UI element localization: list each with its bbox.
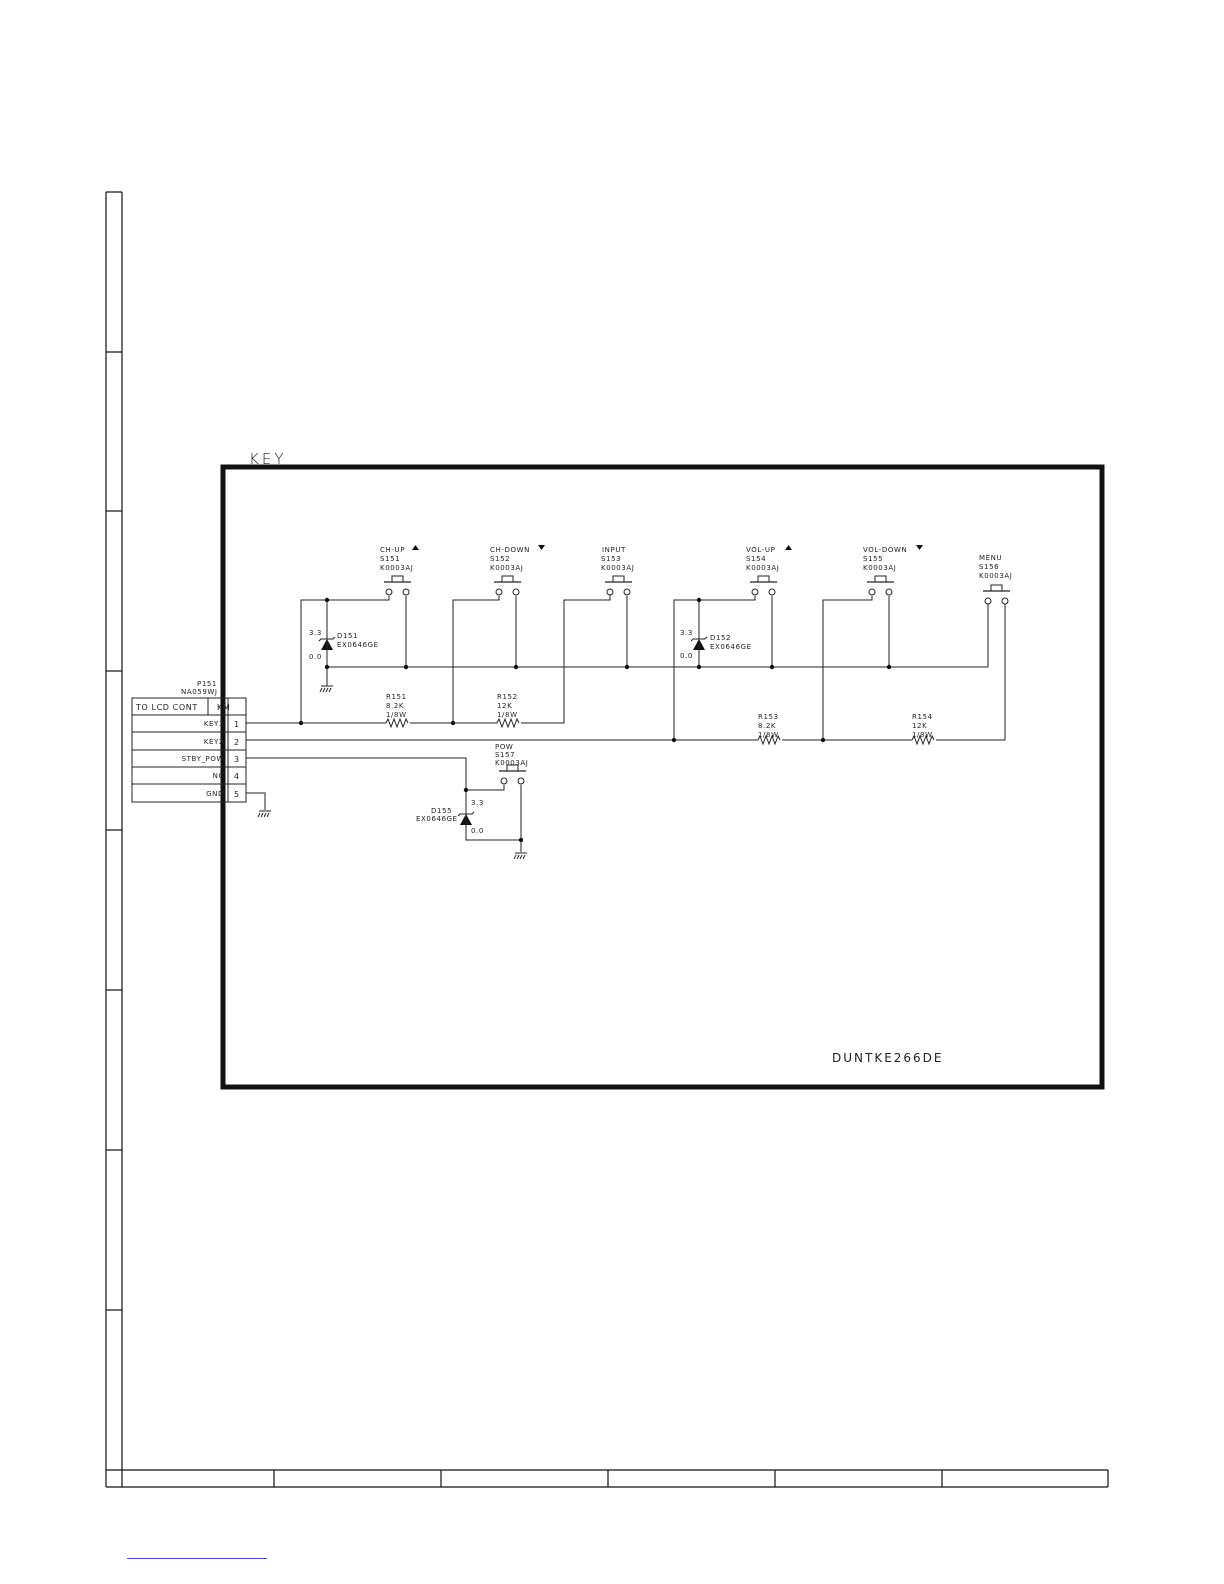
resistor-labels: R151 8.2K 1/8W R152 12K 1/8W R153 8.2K 1… bbox=[386, 693, 933, 739]
r152-value: 12K bbox=[497, 702, 512, 710]
pin-num-3: 3 bbox=[234, 755, 240, 764]
s151-func: CH-UP bbox=[380, 546, 405, 554]
switch-s153 bbox=[605, 575, 632, 596]
d151-part: EX0646GE bbox=[337, 641, 379, 649]
pin-num-4: 4 bbox=[234, 772, 240, 781]
s152-part: K0003AJ bbox=[490, 564, 523, 572]
d155-ref: D155 bbox=[431, 807, 452, 815]
connector-part: NA059WJ bbox=[181, 688, 218, 696]
d152-ref: D152 bbox=[710, 634, 731, 642]
model-code: DUNTKE266DE bbox=[832, 1051, 944, 1065]
r154-value: 12K bbox=[912, 722, 927, 730]
r151-power: 1/8W bbox=[386, 711, 407, 719]
r153-ref: R153 bbox=[758, 713, 779, 721]
switch-s157 bbox=[499, 764, 526, 785]
up-arrow-icon bbox=[785, 545, 792, 550]
d152-vhigh: 3.3 bbox=[680, 629, 693, 637]
connector-header-left: TO LCD CONT bbox=[135, 703, 198, 712]
s155-func: VOL-DOWN bbox=[863, 546, 907, 554]
d151-ref: D151 bbox=[337, 632, 358, 640]
switch-s156 bbox=[983, 584, 1010, 605]
wires bbox=[246, 594, 1006, 852]
block-title: KEY bbox=[249, 450, 286, 468]
d151-vlow: 0.0 bbox=[309, 653, 322, 661]
ground-icon bbox=[257, 810, 271, 818]
pin-name-stby-pow: STBY_POW bbox=[182, 755, 224, 763]
r152-power: 1/8W bbox=[497, 711, 518, 719]
connector-ref: P151 bbox=[197, 680, 217, 688]
d151-vhigh: 3.3 bbox=[309, 629, 322, 637]
switch-s152 bbox=[494, 575, 521, 596]
diode-d151 bbox=[318, 636, 336, 651]
ground-icon bbox=[319, 685, 333, 693]
s154-part: K0003AJ bbox=[746, 564, 779, 572]
s156-ref: S156 bbox=[979, 563, 999, 571]
s155-ref: S155 bbox=[863, 555, 883, 563]
diode-d155 bbox=[457, 811, 475, 826]
s152-ref: S152 bbox=[490, 555, 510, 563]
connector-header-right: KM bbox=[217, 703, 230, 712]
s151-ref: S151 bbox=[380, 555, 400, 563]
r154-ref: R154 bbox=[912, 713, 933, 721]
junctions bbox=[298, 597, 892, 843]
pin-num-5: 5 bbox=[234, 790, 240, 799]
r151-ref: R151 bbox=[386, 693, 407, 701]
s156-func: MENU bbox=[979, 554, 1002, 562]
footer-link-underline bbox=[127, 1558, 267, 1559]
switch-s151 bbox=[384, 575, 411, 596]
page-frame bbox=[105, 191, 1109, 1488]
pin-name-key1: KEY1 bbox=[204, 720, 224, 728]
diode-d152 bbox=[690, 636, 708, 651]
d155-vhigh: 3.3 bbox=[471, 799, 484, 807]
d152-vlow: 0.0 bbox=[680, 652, 693, 660]
s156-part: K0003AJ bbox=[979, 572, 1012, 580]
pin-num-2: 2 bbox=[234, 738, 240, 747]
s155-part: K0003AJ bbox=[863, 564, 896, 572]
diode-symbols bbox=[318, 636, 708, 826]
switch-s155 bbox=[867, 575, 894, 596]
d152-part: EX0646GE bbox=[710, 643, 752, 651]
s153-ref: S153 bbox=[601, 555, 621, 563]
pin-num-1: 1 bbox=[234, 720, 240, 729]
down-arrow-icon bbox=[916, 545, 923, 550]
connector-p151: P151 NA059WJ TO LCD CONT KM KEY1 1 KEY2 … bbox=[131, 680, 247, 803]
pin-name-gnd: GND bbox=[206, 790, 224, 798]
direction-arrows bbox=[412, 545, 923, 550]
s154-ref: S154 bbox=[746, 555, 766, 563]
s152-func: CH-DOWN bbox=[490, 546, 530, 554]
s154-func: VOL-UP bbox=[746, 546, 775, 554]
s153-func: INPUT bbox=[602, 546, 626, 554]
r154-power: 1/8W bbox=[912, 731, 933, 739]
r153-power: 1/8W bbox=[758, 731, 779, 739]
d155-part: EX0646GE bbox=[416, 815, 458, 823]
pin-name-nc: NC bbox=[213, 772, 224, 780]
s157-ref: S157 bbox=[495, 751, 515, 759]
key-board-outline bbox=[220, 464, 1105, 1090]
r152-ref: R152 bbox=[497, 693, 518, 701]
resistor-symbols bbox=[385, 717, 936, 746]
switch-labels: CH-UP S151 K0003AJ CH-DOWN S152 K0003AJ … bbox=[380, 546, 1012, 767]
diode-labels: 3.3 D151 EX0646GE 0.0 3.3 D152 EX0646GE … bbox=[309, 629, 752, 835]
switch-symbols bbox=[384, 575, 1010, 785]
pin-name-key2: KEY2 bbox=[204, 738, 224, 746]
ground-symbols bbox=[257, 685, 527, 860]
s157-func: POW bbox=[495, 743, 513, 751]
switch-s154 bbox=[750, 575, 777, 596]
s151-part: K0003AJ bbox=[380, 564, 413, 572]
down-arrow-icon bbox=[538, 545, 545, 550]
r151-value: 8.2K bbox=[386, 702, 404, 710]
r153-value: 8.2K bbox=[758, 722, 776, 730]
s157-part: K0003AJ bbox=[495, 759, 528, 767]
d155-vlow: 0.0 bbox=[471, 827, 484, 835]
up-arrow-icon bbox=[412, 545, 419, 550]
ground-icon bbox=[513, 852, 527, 860]
s153-part: K0003AJ bbox=[601, 564, 634, 572]
